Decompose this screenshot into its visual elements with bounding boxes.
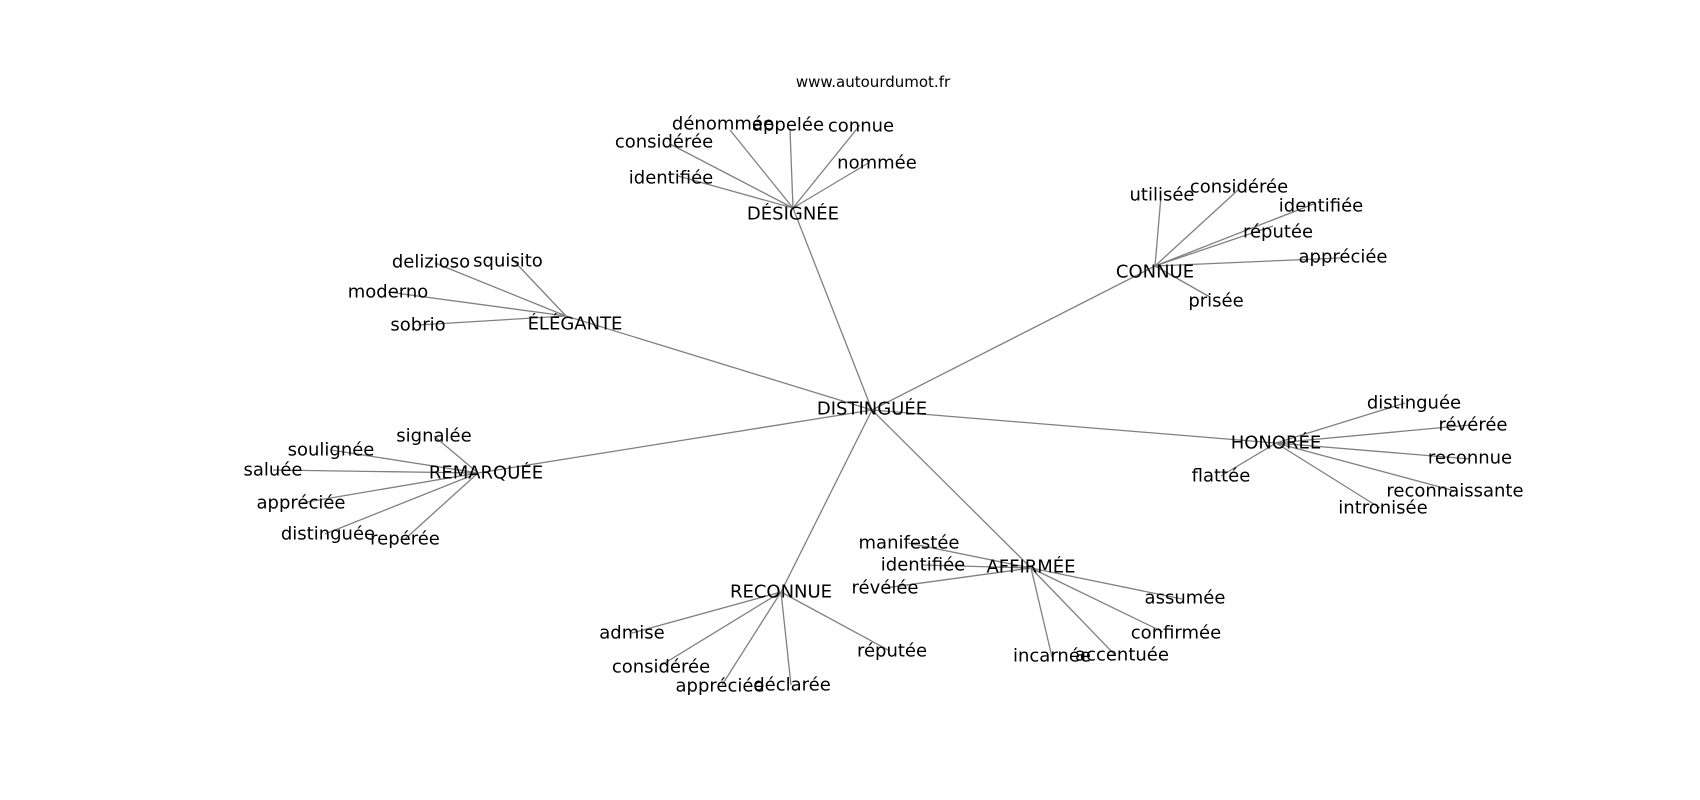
edge-reconnue-reconnue-admise — [631, 591, 782, 634]
leaf-node-label-elegante-delizioso[interactable]: delizioso — [392, 252, 470, 273]
leaf-node-label-remarquee-saluee[interactable]: saluée — [244, 460, 303, 481]
edge-honoree-honoree-flattee — [1220, 442, 1277, 477]
edge-remarquee-remarquee-distinguee — [324, 472, 479, 535]
leaf-node-label-reconnue-admise[interactable]: admise — [599, 623, 664, 644]
edge-elegante-elegante-squisito — [512, 259, 567, 317]
edge-designee-designee-connue — [792, 124, 861, 209]
leaf-node-label-affirmee-incarnee[interactable]: incarnée — [1013, 646, 1091, 667]
edge-honoree-honoree-reconnaissante — [1275, 442, 1456, 492]
hub-node-label-connue[interactable]: CONNUE — [1116, 262, 1194, 283]
leaf-node-label-connue-identifiee[interactable]: identifiée — [1279, 196, 1363, 217]
leaf-node-label-designee-nommee[interactable]: nommée — [837, 153, 917, 174]
edge-remarquee-remarquee-saluee — [272, 469, 479, 474]
leaf-node-label-remarquee-distinguee[interactable]: distinguée — [281, 524, 375, 545]
edge-connue-connue-reputee — [1154, 225, 1274, 267]
edge-center-affirmee — [871, 409, 1032, 569]
leaf-node-label-honoree-flattee[interactable]: flattée — [1192, 466, 1251, 487]
leaf-node-label-reconnue-appreciee[interactable]: appréciée — [675, 676, 764, 697]
leaf-node-label-honoree-distinguee[interactable]: distinguée — [1367, 393, 1461, 414]
leaf-node-label-reconnue-declaree[interactable]: déclarée — [753, 675, 831, 696]
edge-reconnue-reconnue-reputee — [780, 591, 891, 652]
edge-designee-designee-consideree — [669, 143, 794, 209]
leaf-node-label-remarquee-appreciee[interactable]: appréciée — [256, 493, 345, 514]
hub-node-label-elegante[interactable]: ÉLÉGANTE — [528, 313, 623, 335]
leaf-node-label-remarquee-reperee[interactable]: repérée — [370, 529, 440, 550]
leaf-node-label-connue-prisee[interactable]: prisée — [1188, 291, 1243, 312]
leaf-node-label-reconnue-reputee[interactable]: réputée — [857, 641, 927, 662]
leaf-node-label-affirmee-accentuee[interactable]: accentuée — [1075, 645, 1169, 666]
leaf-node-label-honoree-reconnaissante[interactable]: reconnaissante — [1386, 481, 1523, 502]
leaf-node-label-affirmee-manifestee[interactable]: manifestée — [859, 533, 960, 554]
edge-designee-designee-nommee — [792, 161, 871, 209]
hub-node-label-honoree[interactable]: HONORÉE — [1231, 432, 1322, 454]
leaf-node-label-affirmee-assumee[interactable]: assumée — [1145, 588, 1226, 609]
edge-designee-designee-denommee — [729, 129, 794, 209]
edge-affirmee-affirmee-confirmee — [1030, 567, 1164, 633]
leaf-node-label-connue-utilisee[interactable]: utilisée — [1130, 185, 1195, 206]
leaf-node-label-affirmee-confirmee[interactable]: confirmée — [1131, 623, 1221, 644]
leaf-node-label-reconnue-consideree[interactable]: considérée — [612, 657, 710, 678]
edge-center-honoree — [871, 409, 1277, 444]
leaf-node-label-remarquee-signalee[interactable]: signalée — [396, 426, 471, 447]
edge-reconnue-reconnue-appreciee — [721, 591, 782, 686]
watermark-text: www.autourdumot.fr — [796, 73, 951, 91]
edge-remarquee-remarquee-reperee — [404, 472, 479, 540]
leaf-node-label-honoree-reveree[interactable]: révérée — [1439, 415, 1508, 436]
edge-affirmee-affirmee-accentuee — [1030, 567, 1116, 656]
leaf-node-label-elegante-moderno[interactable]: moderno — [348, 282, 429, 303]
edge-elegante-elegante-sobrio — [417, 315, 567, 326]
leaf-node-label-connue-consideree[interactable]: considérée — [1190, 177, 1288, 198]
leaf-node-label-affirmee-identifiee[interactable]: identifiée — [881, 555, 965, 576]
edge-center-remarquee — [477, 409, 873, 474]
edge-remarquee-remarquee-signalee — [433, 435, 479, 474]
edge-designee-designee-identifiee — [677, 175, 794, 209]
edge-honoree-honoree-reveree — [1275, 424, 1471, 444]
leaf-node-label-designee-consideree[interactable]: considérée — [615, 132, 713, 153]
hub-node-label-designee[interactable]: DÉSIGNÉE — [747, 203, 839, 225]
edge-affirmee-affirmee-manifestee — [907, 542, 1032, 569]
edge-reconnue-reconnue-declaree — [780, 591, 792, 686]
edge-remarquee-remarquee-soulignee — [330, 449, 479, 474]
leaf-node-label-designee-connue[interactable]: connue — [828, 116, 894, 137]
edge-honoree-honoree-distinguee — [1275, 402, 1406, 444]
edge-honoree-honoree-intronisee — [1275, 442, 1381, 509]
edge-connue-connue-identifiee — [1154, 202, 1317, 267]
leaf-node-label-honoree-reconnue[interactable]: reconnue — [1428, 448, 1512, 469]
hub-node-label-remarquee[interactable]: REMARQUÉE — [429, 462, 543, 484]
edge-center-elegante — [565, 315, 873, 411]
hub-node-label-affirmee[interactable]: AFFIRMÉE — [986, 556, 1075, 578]
leaf-node-label-elegante-sobrio[interactable]: sobrio — [390, 315, 445, 336]
leaf-node-label-connue-reputee[interactable]: réputée — [1243, 222, 1313, 243]
leaf-node-label-affirmee-revelee[interactable]: révélée — [852, 578, 919, 599]
leaf-node-label-designee-denommee[interactable]: dénommée — [672, 114, 774, 135]
edges-layer — [272, 124, 1471, 686]
leaf-node-label-connue-appreciee[interactable]: appréciée — [1298, 247, 1387, 268]
leaf-node-label-designee-identifiee[interactable]: identifiée — [629, 168, 713, 189]
edge-elegante-elegante-delizioso — [434, 262, 567, 317]
edge-connue-connue-appreciee — [1154, 257, 1341, 267]
leaf-node-label-remarquee-soulignee[interactable]: soulignée — [288, 440, 375, 461]
edge-connue-connue-prisee — [1154, 265, 1211, 298]
leaf-node-label-honoree-intronisee[interactable]: intronisée — [1338, 498, 1427, 519]
edge-center-reconnue — [780, 409, 873, 593]
edge-center-connue — [871, 265, 1156, 411]
leaf-node-label-elegante-squisito[interactable]: squisito — [473, 251, 543, 272]
hub-node-label-reconnue[interactable]: RECONNUE — [730, 582, 832, 603]
edge-affirmee-affirmee-revelee — [884, 567, 1032, 589]
edge-designee-designee-appelee — [789, 129, 794, 209]
edge-affirmee-affirmee-identifiee — [921, 564, 1032, 569]
edge-connue-connue-consideree — [1154, 189, 1239, 267]
edge-center-designee — [792, 207, 873, 411]
leaf-node-label-designee-appelee[interactable]: appelée — [752, 115, 824, 136]
edge-elegante-elegante-moderno — [387, 291, 567, 317]
center-node-label[interactable]: DISTINGUÉE — [817, 398, 927, 420]
edge-honoree-honoree-reconnue — [1275, 442, 1471, 460]
edge-affirmee-affirmee-incarnee — [1030, 567, 1053, 658]
edge-affirmee-affirmee-assumee — [1030, 567, 1183, 600]
edge-connue-connue-utilisee — [1154, 195, 1162, 267]
edge-remarquee-remarquee-appreciee — [300, 472, 479, 504]
edge-reconnue-reconnue-consideree — [659, 591, 782, 667]
